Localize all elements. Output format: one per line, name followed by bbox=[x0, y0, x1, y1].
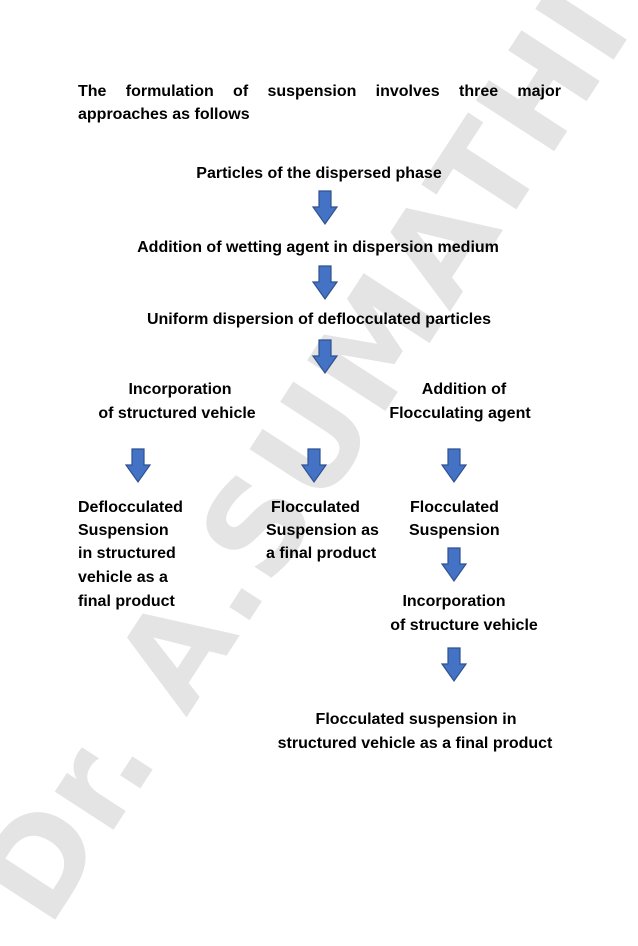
down-arrow-icon bbox=[301, 448, 327, 484]
outcome-line: in structured bbox=[78, 545, 176, 562]
outcome-line: final product bbox=[78, 593, 175, 610]
further-line2: of structure vehicle bbox=[390, 617, 538, 634]
down-arrow-icon bbox=[312, 265, 338, 301]
outcome-line: Suspension as bbox=[266, 522, 379, 539]
step-wetting-agent: Addition of wetting agent in dispersion … bbox=[137, 239, 499, 256]
outcome-line: Flocculated bbox=[271, 499, 360, 516]
final-line1: Flocculated suspension in bbox=[315, 711, 517, 728]
outcome-line: Suspension bbox=[409, 522, 500, 539]
further-line1: Incorporation bbox=[402, 593, 506, 610]
outcome-line: Flocculated bbox=[410, 499, 499, 516]
step-uniform-dispersion: Uniform dispersion of deflocculated part… bbox=[146, 311, 492, 328]
final-line2: structured vehicle as a final product bbox=[277, 735, 553, 752]
intro-paragraph: The formulation of suspension involves t… bbox=[78, 83, 561, 123]
outcome-line: a final product bbox=[266, 545, 377, 562]
step-dispersed-phase: Particles of the dispersed phase bbox=[196, 165, 442, 182]
down-arrow-icon bbox=[441, 647, 467, 683]
down-arrow-icon bbox=[312, 339, 338, 375]
outcome-line: Suspension bbox=[78, 522, 169, 539]
branch-left-line1: Incorporation bbox=[128, 381, 232, 398]
branch-right-line2: Flocculating agent bbox=[389, 405, 531, 422]
branch-left-line2: of structured vehicle bbox=[98, 405, 256, 422]
down-arrow-icon bbox=[125, 448, 151, 484]
outcome-line: vehicle as a bbox=[78, 569, 168, 586]
branch-right-line1: Addition of bbox=[421, 381, 507, 398]
down-arrow-icon bbox=[441, 547, 467, 583]
down-arrow-icon bbox=[312, 190, 338, 226]
down-arrow-icon bbox=[441, 448, 467, 484]
outcome-line: Deflocculated bbox=[78, 499, 183, 516]
